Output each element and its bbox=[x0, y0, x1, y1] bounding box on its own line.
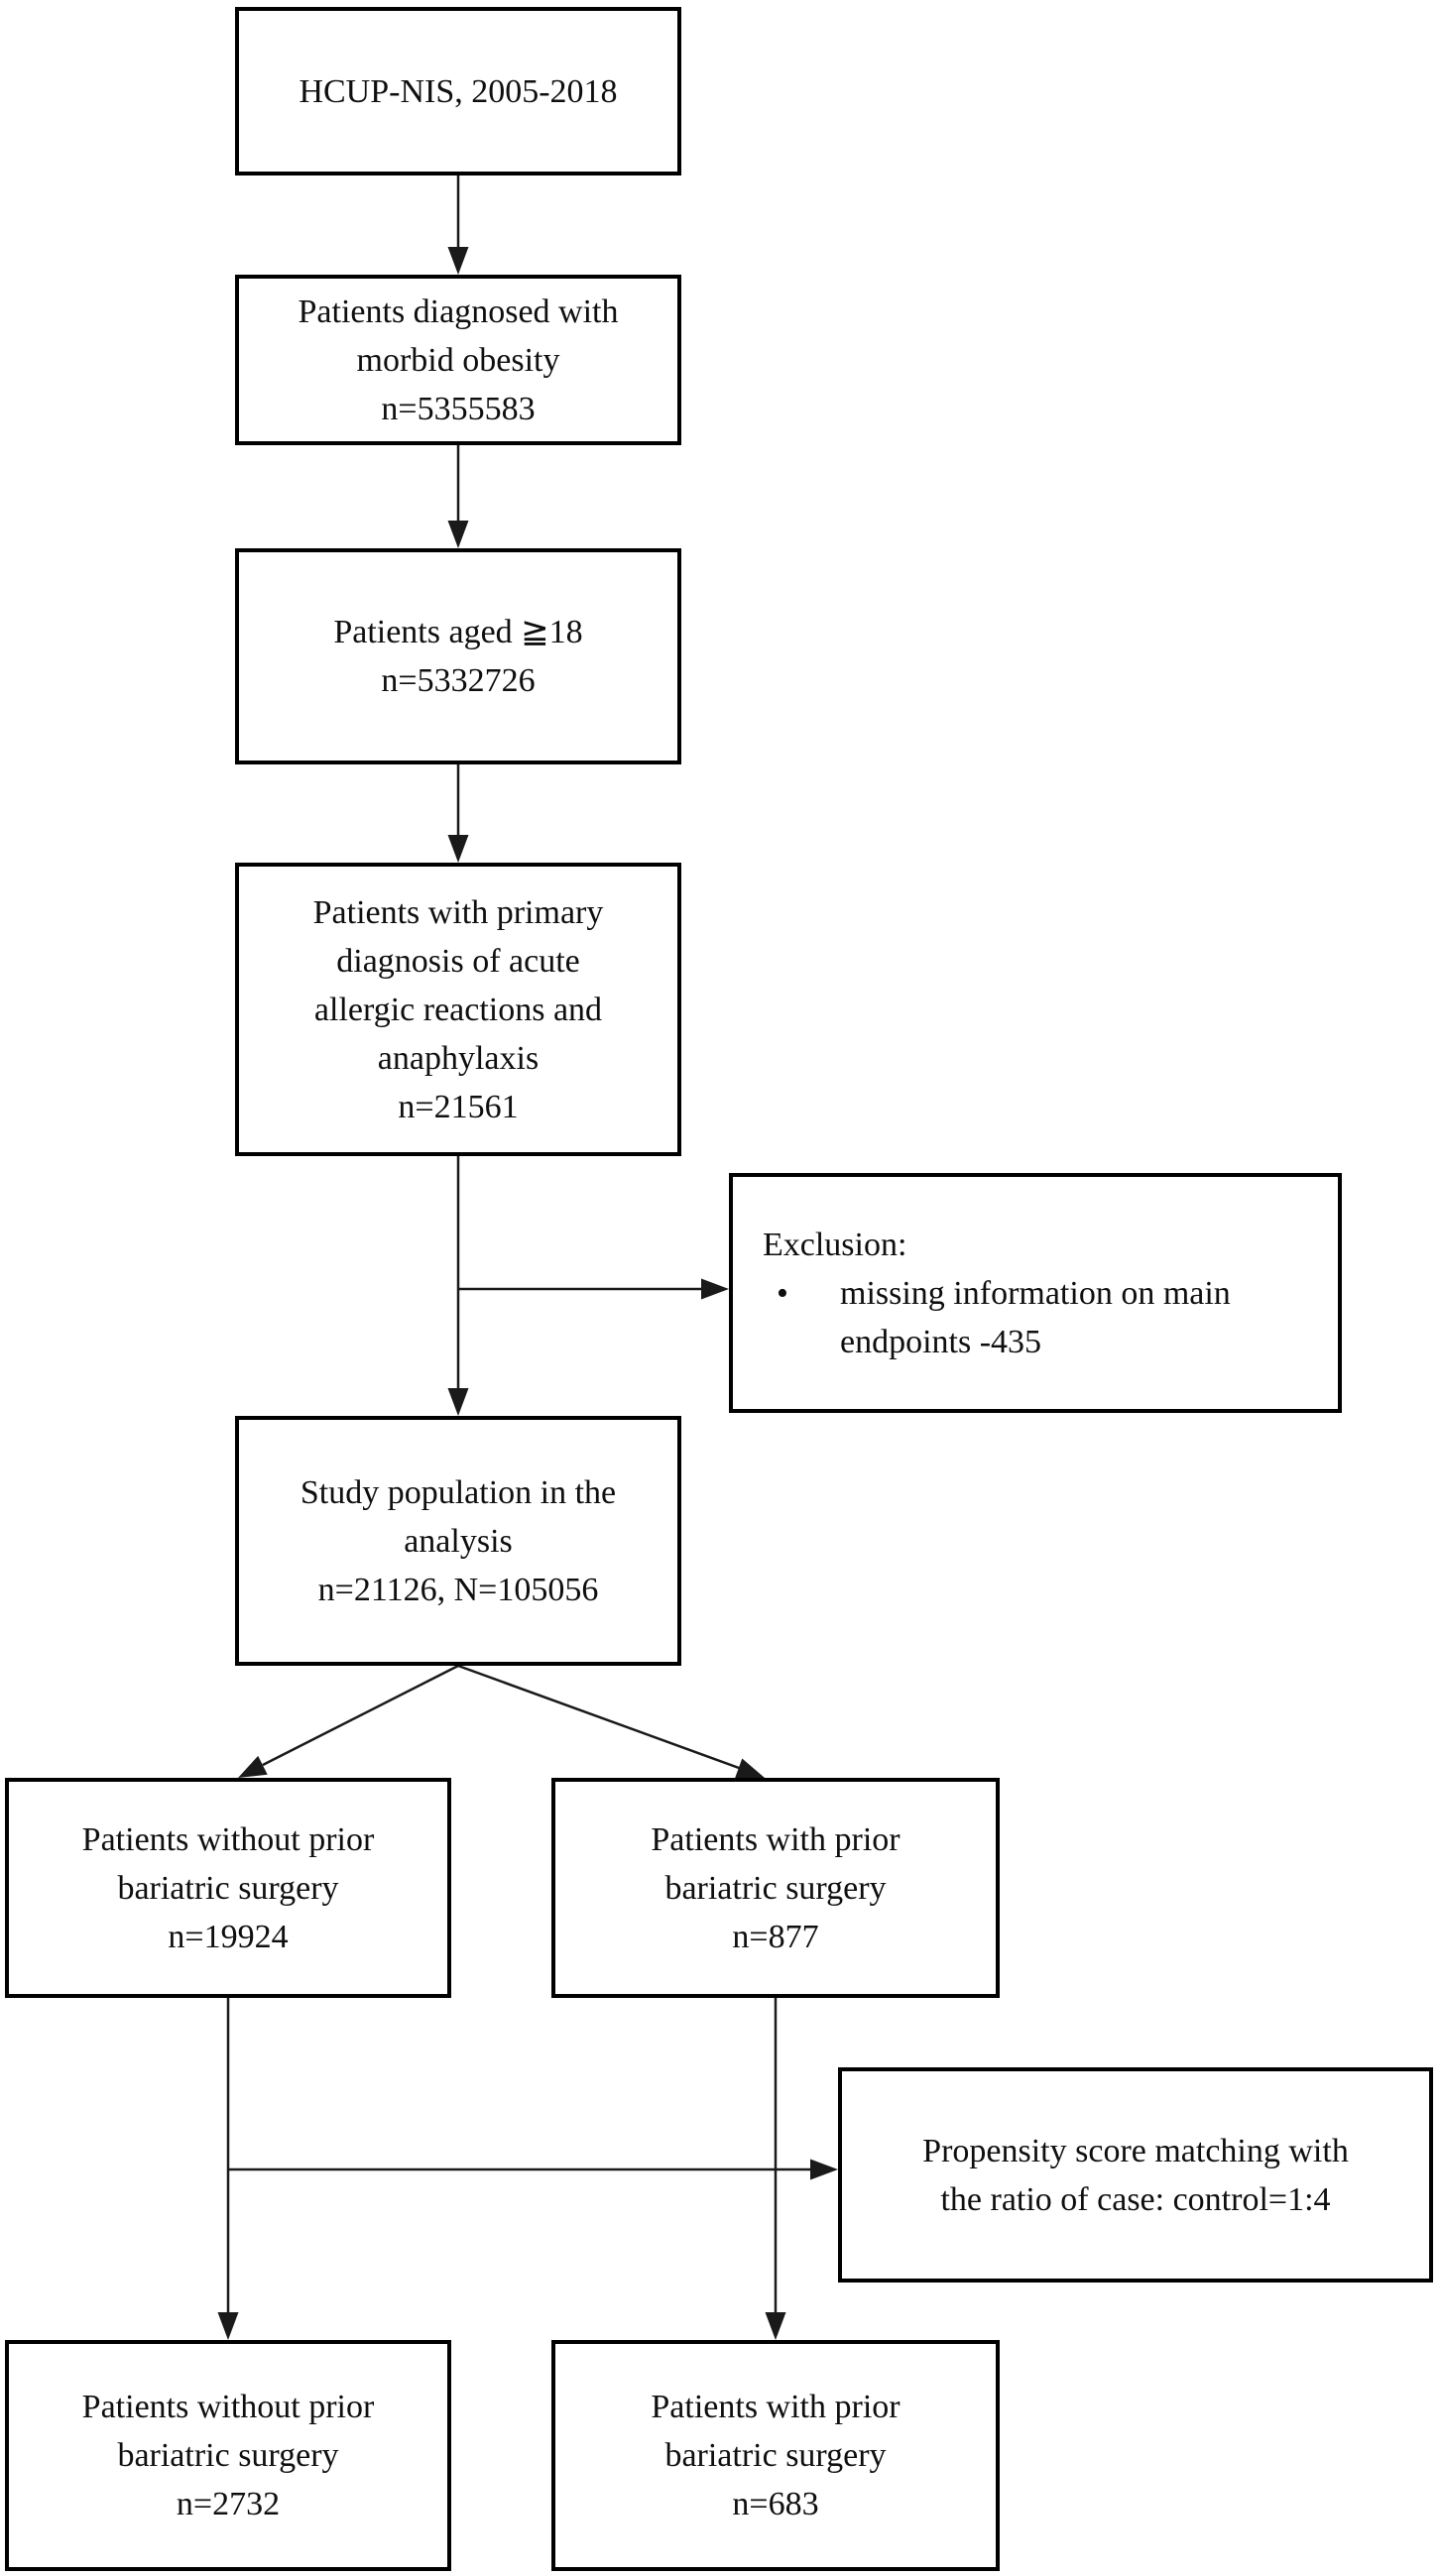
connector-study-without-prior bbox=[262, 1664, 459, 1767]
arrowhead-diagnosed-aged bbox=[447, 521, 469, 548]
node-text-line: the ratio of case: control=1:4 bbox=[940, 2180, 1331, 2218]
exclusion-item: • missing information on main endpoints … bbox=[763, 1269, 1326, 1366]
node-text-line: bariatric surgery bbox=[664, 2437, 887, 2474]
node-primary-diagnosis-anaphylaxis: Patients with primary diagnosis of acute… bbox=[235, 863, 681, 1156]
arrowhead-with-prior-matched bbox=[765, 2312, 786, 2340]
bullet-icon: • bbox=[777, 1274, 788, 1312]
node-text-line: analysis bbox=[404, 1522, 513, 1560]
node-count: n=683 bbox=[732, 2486, 819, 2522]
arrowhead-without-prior-matched bbox=[217, 2312, 239, 2340]
connector-study-with-prior bbox=[457, 1664, 740, 1770]
node-with-prior-matched: Patients with prior bariatric surgery n=… bbox=[551, 2340, 1000, 2571]
exclusion-heading: Exclusion: bbox=[763, 1226, 907, 1263]
node-count: n=21561 bbox=[398, 1088, 519, 1125]
arrowhead-study-with-prior bbox=[735, 1758, 765, 1779]
node-text-line: Patients with primary bbox=[312, 893, 604, 931]
node-text-line: allergic reactions and bbox=[313, 991, 603, 1028]
arrowhead-primary-study bbox=[447, 1388, 469, 1416]
node-text-line: Patients without prior bbox=[81, 2389, 375, 2425]
node-exclusion: Exclusion: • missing information on main… bbox=[729, 1173, 1342, 1413]
node-count: n=21126, N=105056 bbox=[317, 1571, 599, 1608]
arrowhead-study-without-prior bbox=[238, 1755, 268, 1778]
exclusion-item-text: missing information on main endpoints -4… bbox=[840, 1274, 1231, 1360]
node-text-line: bariatric surgery bbox=[117, 2437, 339, 2474]
node-text-line: bariatric surgery bbox=[117, 1869, 339, 1907]
node-study-population: Study population in the analysis n=21126… bbox=[235, 1416, 681, 1666]
node-text-line: bariatric surgery bbox=[664, 1869, 887, 1907]
arrowhead-psm-branch bbox=[810, 2159, 838, 2180]
node-with-prior-bariatric: Patients with prior bariatric surgery n=… bbox=[551, 1778, 1000, 1998]
arrowhead-exclusion-branch bbox=[701, 1278, 729, 1300]
node-text-line: morbid obesity bbox=[356, 341, 560, 379]
node-count: n=5355583 bbox=[381, 390, 536, 427]
node-text-line: diagnosis of acute bbox=[336, 942, 580, 980]
node-text-line: Study population in the bbox=[300, 1473, 617, 1511]
node-count: n=877 bbox=[732, 1918, 819, 1955]
node-count: n=5332726 bbox=[381, 662, 536, 699]
node-text-line: HCUP-NIS, 2005-2018 bbox=[299, 72, 618, 110]
node-text-line: Patients diagnosed with bbox=[298, 293, 619, 330]
node-propensity-score-matching: Propensity score matching with the ratio… bbox=[838, 2067, 1433, 2283]
arrowhead-source-diagnosed bbox=[447, 247, 469, 275]
node-count: n=19924 bbox=[168, 1918, 289, 1955]
node-text-line: Propensity score matching with bbox=[922, 2132, 1349, 2169]
node-text-line: Patients aged ≧18 bbox=[333, 614, 583, 650]
node-text-line: Patients with prior bbox=[651, 1820, 901, 1858]
node-text-line: Patients with prior bbox=[651, 2389, 901, 2425]
arrowhead-aged-primary bbox=[447, 835, 469, 863]
node-without-prior-matched: Patients without prior bariatric surgery… bbox=[5, 2340, 451, 2571]
node-count: n=2732 bbox=[176, 2486, 281, 2522]
node-aged-18: Patients aged ≧18 n=5332726 bbox=[235, 548, 681, 764]
node-without-prior-bariatric: Patients without prior bariatric surgery… bbox=[5, 1778, 451, 1998]
node-text-line: Patients without prior bbox=[81, 1820, 375, 1858]
node-hcup-nis: HCUP-NIS, 2005-2018 bbox=[235, 7, 681, 176]
node-text-line: anaphylaxis bbox=[377, 1039, 540, 1077]
node-diagnosed-morbid-obesity: Patients diagnosed with morbid obesity n… bbox=[235, 275, 681, 445]
